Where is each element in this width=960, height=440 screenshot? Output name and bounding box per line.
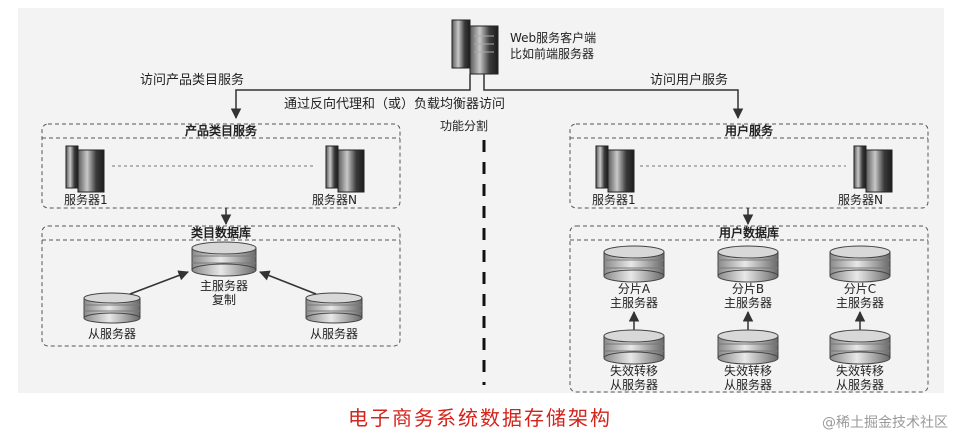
web-server-icon (451, 19, 499, 75)
shard-c-label-line-1: 分片C (844, 282, 876, 296)
split-label: 功能分割 (440, 118, 488, 133)
left-server-n-label: 服务器N (312, 192, 357, 207)
shard-a-failover-line-2: 从服务器 (610, 377, 658, 392)
shard-a-label-line-1: 分片A (618, 282, 651, 296)
shard-c-failover-db-icon (829, 329, 891, 365)
right-db-title: 用户数据库 (718, 225, 779, 240)
left-service-title: 产品类目服务 (185, 123, 258, 138)
shard-b-label-line-2: 主服务器 (724, 295, 772, 310)
shard-b-label-line-1: 分片B (732, 282, 764, 296)
left-slave-db-1-icon (83, 292, 141, 324)
left-server-n-icon (325, 145, 365, 193)
left-branch-arrow (230, 74, 471, 120)
right-service-box (569, 123, 929, 209)
web-server-label-line-1: Web服务客户端 (510, 30, 596, 45)
shard-a-failover-line-1: 失效转移 (610, 363, 658, 378)
left-master-label-line-1: 主服务器 (200, 278, 248, 293)
shard-a-master-db-icon (603, 245, 665, 283)
shard-c-label-line-2: 主服务器 (836, 295, 884, 310)
right-server-1-icon (595, 145, 635, 193)
shard-b-failover-line-2: 从服务器 (724, 377, 772, 392)
left-slave-db-2-icon (305, 292, 363, 324)
right-branch-arrow (483, 74, 744, 120)
web-server-label-line-2: 比如前端服务器 (510, 46, 594, 61)
diagram-canvas: Web服务客户端 比如前端服务器 访问产品类目服务 访问用户服务 通过反向代理和… (18, 8, 944, 393)
left-service-box (41, 123, 401, 209)
right-service-title: 用户服务 (724, 123, 774, 138)
figure-caption: 电子商务系统数据存储架构 (348, 406, 612, 430)
shard-b-failover-db-icon (717, 329, 779, 365)
right-server-1-label: 服务器1 (592, 192, 636, 207)
right-server-n-icon (853, 145, 893, 193)
shard-a-label-line-2: 主服务器 (610, 295, 658, 310)
shard-a-failover-db-icon (603, 329, 665, 365)
right-access-label: 访问用户服务 (650, 72, 728, 88)
left-slave-label-2: 从服务器 (310, 326, 358, 341)
left-server-1-label: 服务器1 (64, 192, 108, 207)
left-db-title: 类目数据库 (191, 225, 251, 240)
right-server-n-label: 服务器N (838, 192, 883, 207)
left-master-label-line-2: 复制 (212, 293, 236, 307)
shard-c-failover-line-2: 从服务器 (836, 377, 884, 392)
watermark: @稀土掘金技术社区 (822, 415, 948, 431)
shard-b-master-db-icon (717, 245, 779, 283)
shard-c-master-db-icon (829, 245, 891, 283)
shard-b-failover-line-1: 失效转移 (724, 363, 772, 378)
left-master-db-icon (191, 241, 257, 277)
left-slave-label-1: 从服务器 (88, 326, 136, 341)
left-replication-arrow-2 (259, 270, 317, 295)
left-server-1-icon (65, 145, 105, 193)
left-replication-arrow-1 (129, 270, 189, 295)
left-access-label: 访问产品类目服务 (140, 72, 244, 88)
shard-c-failover-line-1: 失效转移 (836, 363, 884, 378)
left-db-box (41, 225, 401, 347)
proxy-label: 通过反向代理和（或）负载均衡器访问 (284, 96, 505, 112)
